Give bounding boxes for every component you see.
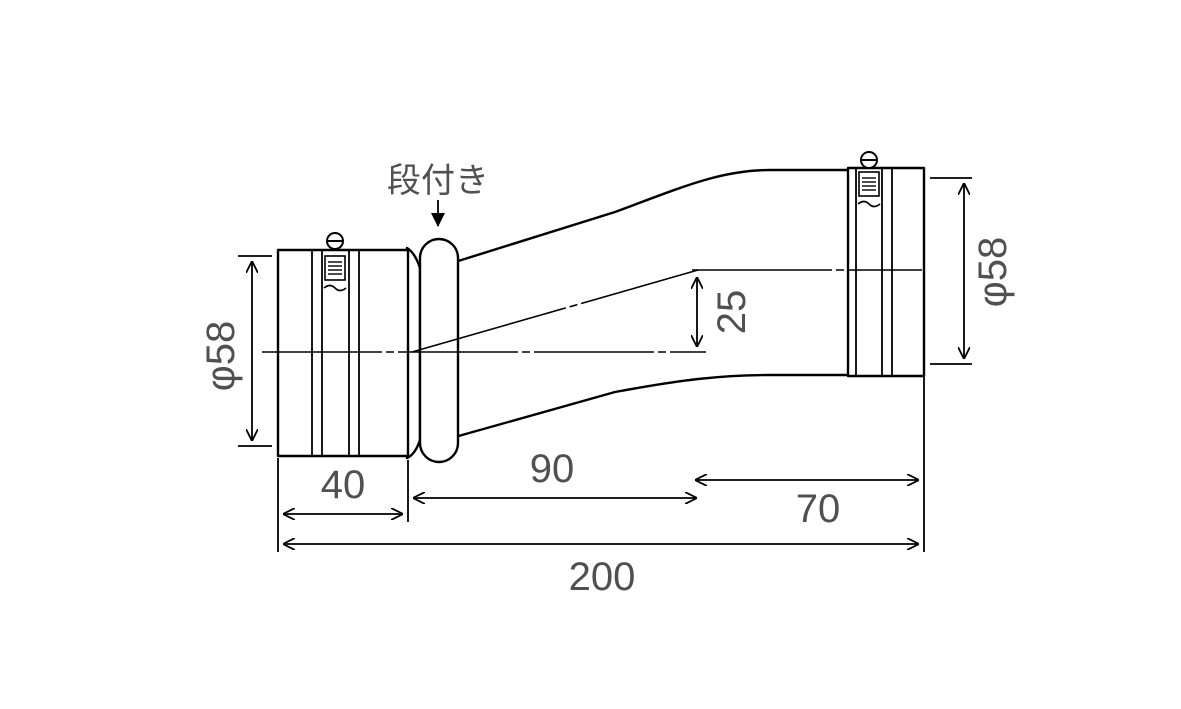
- stepped-label: 段付き: [387, 161, 489, 201]
- offset-body: [454, 168, 848, 439]
- total-length-label: 200: [569, 555, 636, 599]
- right-socket-sleeve: [846, 166, 926, 378]
- right-hose-clamp: [857, 151, 881, 208]
- right-clamp-housing-icon: [858, 171, 880, 197]
- right-length-dimension: 70: [696, 480, 918, 531]
- offset-dimension-label: 25: [710, 290, 754, 335]
- right-length-label: 70: [796, 487, 841, 531]
- slanted-center-line: [411, 269, 699, 353]
- right-diameter-dimension: φ58: [930, 177, 1015, 365]
- left-length-label: 40: [321, 463, 366, 507]
- left-clamp-housing-icon: [324, 255, 346, 281]
- left-length-dimension: 40: [284, 463, 402, 514]
- middle-length-dimension: 90: [414, 447, 696, 498]
- total-length-dimension: 200: [284, 544, 918, 599]
- extension-lines: [277, 376, 925, 552]
- stepped-callout: 段付き: [387, 161, 489, 227]
- right-diameter-label: φ58: [971, 237, 1015, 307]
- body-upper-contour: [454, 168, 848, 264]
- right-socket: [846, 166, 926, 378]
- left-hose-clamp: [323, 232, 347, 292]
- offset-dimension: 25: [697, 278, 754, 346]
- left-socket-sleeve: [276, 248, 410, 458]
- bead-ring: [418, 237, 460, 464]
- center-lines: [262, 269, 922, 353]
- left-diameter-dimension: φ58: [199, 255, 272, 447]
- body-lower-contour: [454, 373, 848, 439]
- left-diameter-label: φ58: [199, 321, 243, 391]
- middle-length-label: 90: [530, 447, 575, 491]
- left-socket: [276, 248, 410, 458]
